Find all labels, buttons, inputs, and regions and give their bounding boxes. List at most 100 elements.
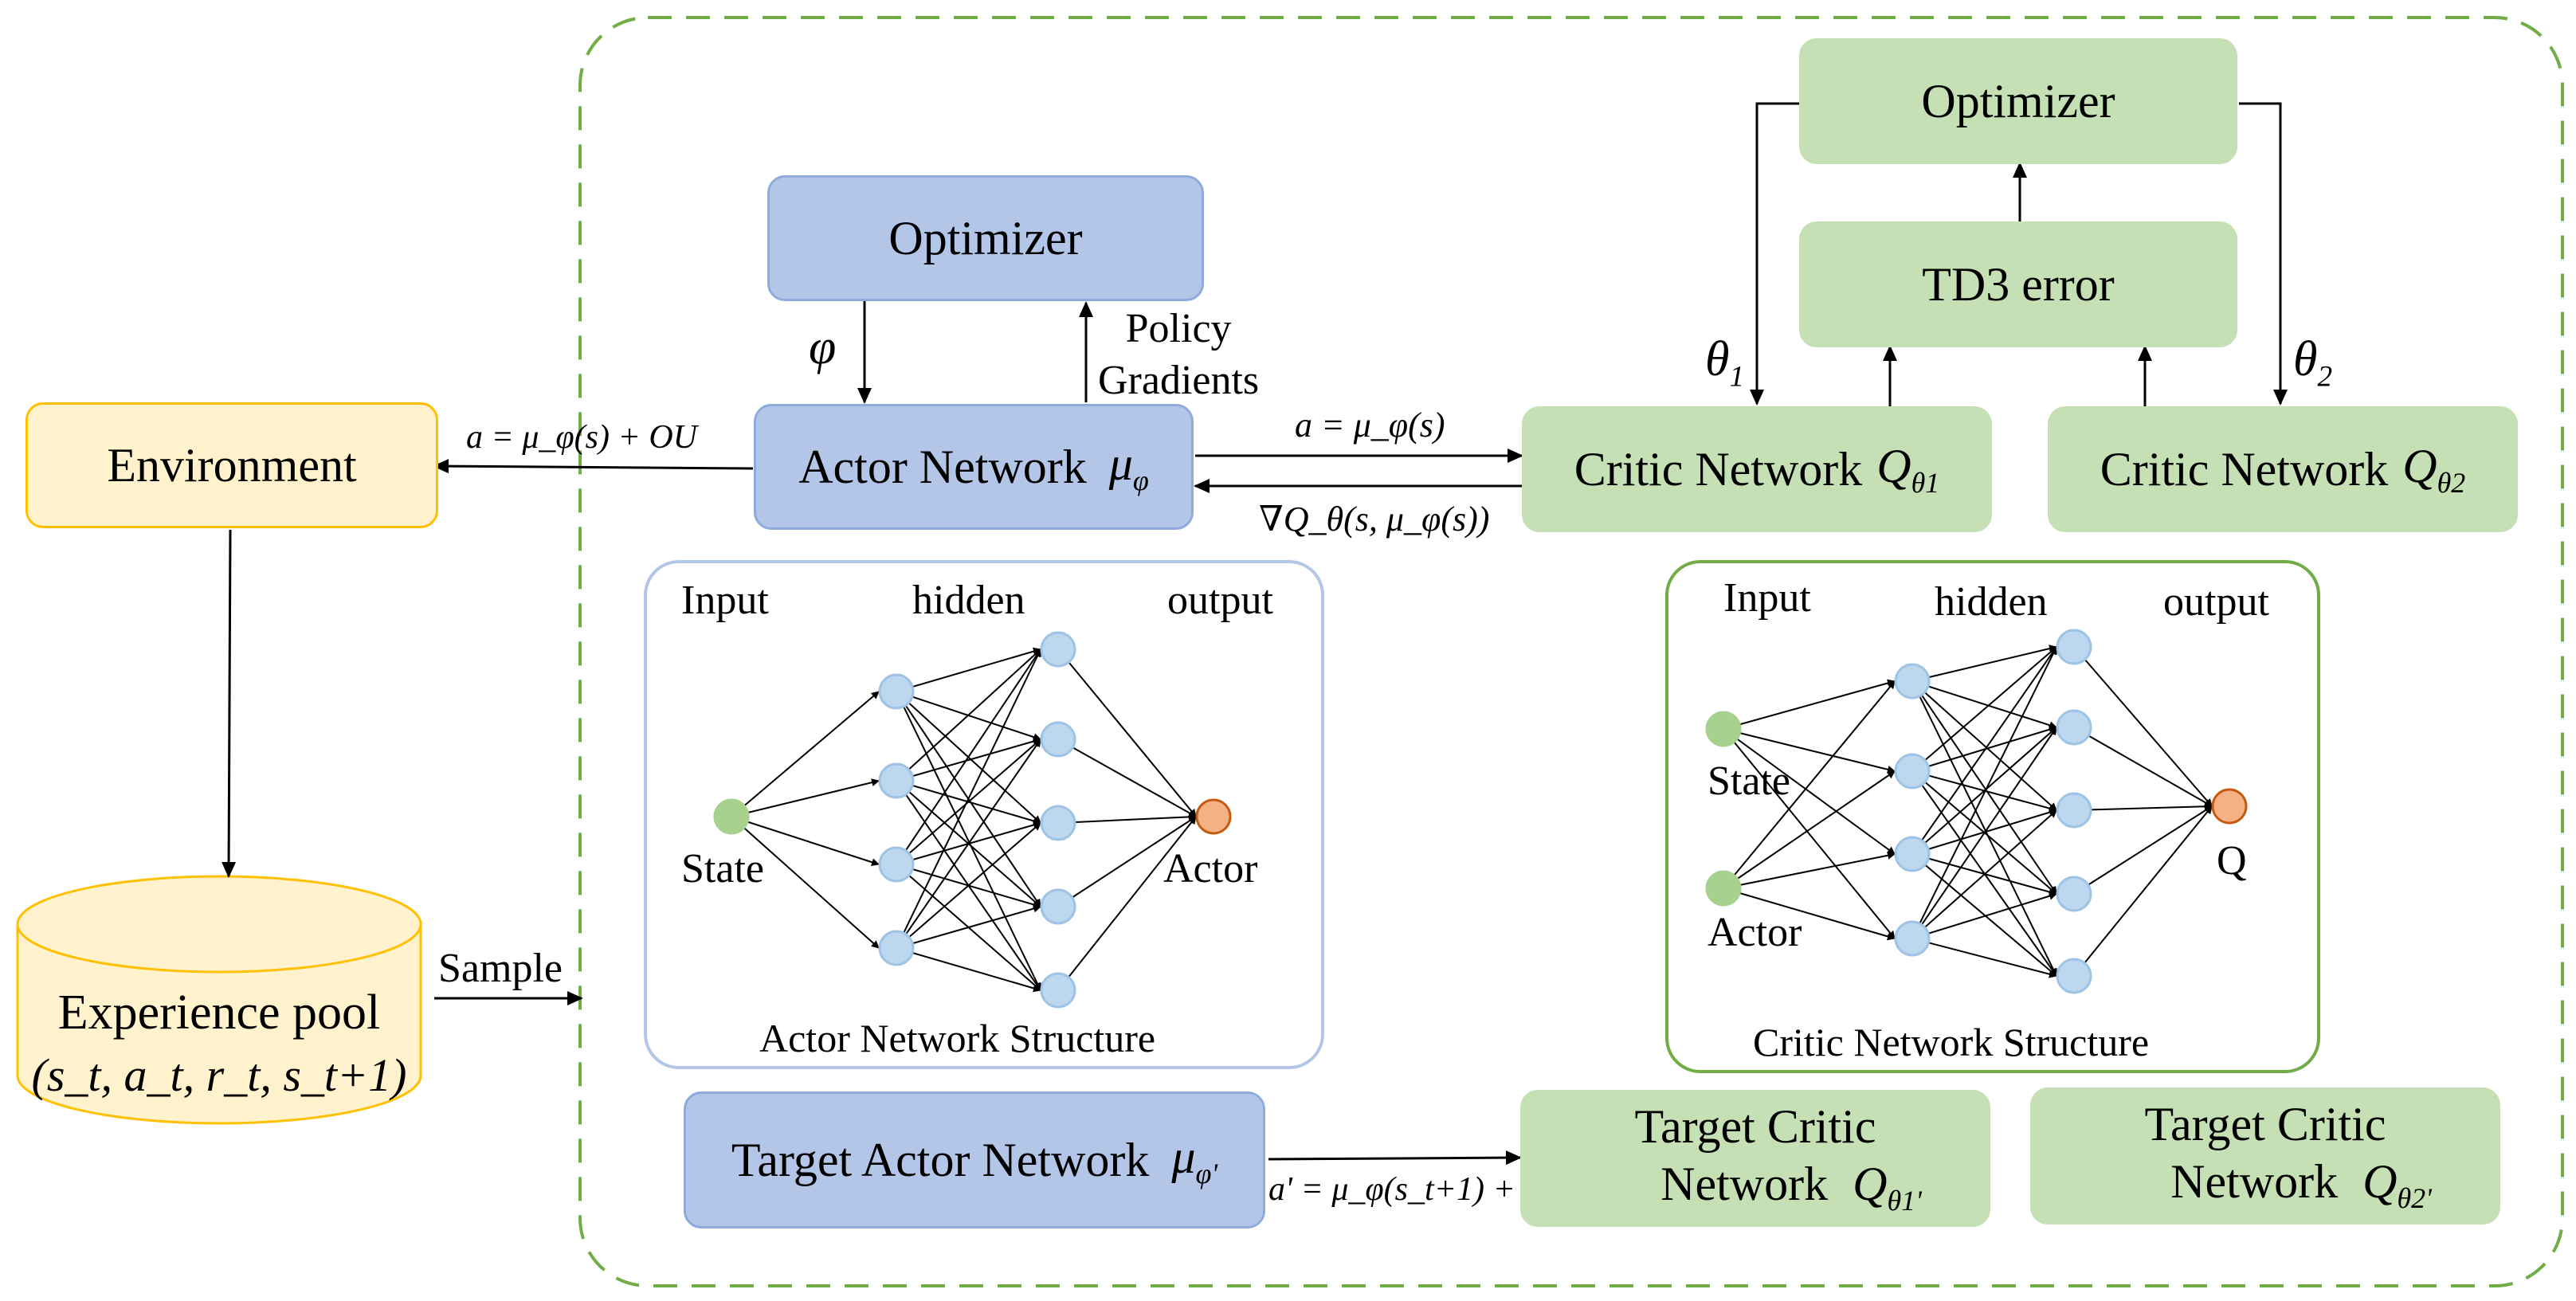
critic-net-edge <box>1723 851 1896 889</box>
target-critic-1-symbol: Qθ1' <box>1853 1158 1922 1217</box>
theta1-arrow <box>1750 102 1799 406</box>
target-critic-1-line2: Network <box>1660 1158 1829 1211</box>
actor-mu: μ <box>1108 437 1133 490</box>
critic-net-hidden-node <box>1894 836 1931 872</box>
theta1-label: θ1 <box>1705 335 1744 392</box>
actor-net-input-node <box>713 798 750 835</box>
actor-net-edge <box>731 778 880 817</box>
critic-structure-title: Critic Network Structure <box>1753 1020 2150 1064</box>
critic-net-edge <box>2073 802 2213 811</box>
critic-net-hidden-node <box>2056 629 2092 665</box>
target-critic-2-box: Target Critic Network Qθ2' <box>2030 1087 2500 1225</box>
critic-net-edge <box>2073 805 2213 895</box>
critic-net-edge <box>1911 891 2057 939</box>
target-critic-2-q-sub: θ2' <box>2397 1182 2432 1215</box>
critic-actor-label: Actor <box>1708 910 1802 955</box>
policy-label-line1: Policy <box>1125 306 1232 351</box>
critic-network-1-label: Critic Network <box>1574 443 1863 496</box>
sample-label: Sample <box>438 946 563 991</box>
target-critic-1-q: Q <box>1853 1158 1888 1211</box>
critic2-q-sub: θ2 <box>2437 466 2466 499</box>
critic-net-edge <box>1723 728 1896 855</box>
actor-net-edge <box>896 739 1041 949</box>
actor-net-edge <box>896 822 1041 949</box>
actor-net-edge <box>896 904 1041 949</box>
actor-net-hidden-node <box>878 762 915 799</box>
critic-net-edge <box>1911 645 2057 682</box>
actor-net-edge <box>896 737 1041 782</box>
theta1-symbol: θ <box>1705 332 1730 386</box>
theta2-sub: 2 <box>2317 360 2333 394</box>
critic-hidden-header: hidden <box>1935 579 2048 625</box>
env-action-label: a = μ_φ(s) + OU <box>466 419 697 456</box>
actor-neural-net <box>713 631 1232 1009</box>
critic-net-edge <box>1911 646 2057 772</box>
actor-net-edge <box>1057 816 1197 907</box>
critic-net-input-node <box>1705 870 1742 907</box>
target-critic-2-q: Q <box>2362 1155 2398 1209</box>
td3-error-box: TD3 error <box>1799 221 2237 347</box>
actor-output-label: Actor <box>1163 846 1258 891</box>
actor-net-hidden-node <box>878 930 915 966</box>
target-critic-2-line2: Network <box>2170 1155 2339 1209</box>
target-critic-2-line2-row: Network Qθ2' <box>2099 1153 2432 1216</box>
actor-net-hidden-node <box>1040 805 1076 841</box>
actor-network-label: Actor Network <box>798 441 1087 493</box>
actor-net-edge <box>1057 739 1197 817</box>
actor-to-critic-label: a = μ_φ(s) <box>1295 406 1445 445</box>
critic-net-edge <box>1723 728 1896 774</box>
critic-net-edge <box>2073 805 2213 977</box>
actor-network-symbol: μφ <box>1109 440 1149 495</box>
env-to-pool-arrow <box>222 529 237 878</box>
critic2-q: Q <box>2402 439 2437 492</box>
policy-label-line2: Gradients <box>1098 358 1260 403</box>
target-critic-2-symbol: Qθ2' <box>2362 1155 2432 1214</box>
actor-net-hidden-node <box>1040 631 1076 668</box>
target-critic-1-box: Target Critic Network Qθ1' <box>1520 1090 1990 1227</box>
critic-net-edge <box>1911 680 2057 895</box>
actor-net-edge <box>896 947 1041 993</box>
critic-output-header: output <box>2163 579 2269 625</box>
actor-hidden-header: hidden <box>912 578 1025 623</box>
experience-pool-tuple: (s_t, a_t, r_t, s_t+1) <box>18 1048 421 1102</box>
critic-net-edge <box>1911 646 2057 939</box>
actor-structure-panel <box>644 560 1324 1069</box>
critic-net-edge <box>1911 646 2057 855</box>
actor-output-header: output <box>1167 578 1273 623</box>
critic-net-edge <box>1723 728 1896 939</box>
phi-label: φ <box>809 320 837 374</box>
environment-label: Environment <box>107 439 357 492</box>
actor-net-hidden-node <box>1040 888 1076 925</box>
target-actor-box: Target Actor Network μφ' <box>684 1091 1265 1229</box>
critic-net-edge <box>1723 680 1896 889</box>
critic-network-2-symbol: Qθ2 <box>2402 442 2465 497</box>
target-action-arrow <box>1268 1150 1522 1166</box>
theta2-label: θ2 <box>2293 335 2332 392</box>
critic-state-label: State <box>1708 758 1790 804</box>
critic-net-edge <box>2073 727 2213 807</box>
target-critic-1-q-sub: θ1' <box>1887 1185 1922 1217</box>
critic-net-edge <box>1911 809 2057 939</box>
critic-net-hidden-node <box>2056 876 2092 912</box>
critic-net-edge <box>1911 938 2057 978</box>
experience-pool-text: Experience pool (s_t, a_t, r_t, s_t+1) <box>18 988 421 1102</box>
theta2-arrow <box>2239 102 2288 406</box>
actor-optimizer-box: Optimizer <box>767 175 1204 301</box>
target-actor-symbol: μφ' <box>1171 1133 1217 1188</box>
actor-network-box: Actor Network μφ <box>754 404 1194 530</box>
actor-net-edge <box>896 649 1041 782</box>
actor-net-edge <box>896 649 1041 865</box>
target-critic-1-line2-row: Network Qθ1' <box>1589 1155 1922 1218</box>
target-critic-1-line1: Target Critic <box>1634 1100 1876 1154</box>
actor-net-hidden-node <box>1040 721 1076 758</box>
critic-net-edge <box>1723 770 1896 889</box>
critic-net-edge <box>1911 727 2057 939</box>
actor-net-hidden-node <box>1040 972 1076 1009</box>
actor-net-edge <box>731 816 880 949</box>
experience-pool-tuple-text: (s_t, a_t, r_t, s_t+1) <box>31 1049 407 1101</box>
target-action-label: a' = μ_φ(s_t+1) + ε <box>1268 1171 1537 1208</box>
actor-net-edge <box>896 647 1041 692</box>
critic-to-actor-label: ∇Q_θ(s, μ_φ(s)) <box>1259 500 1490 539</box>
critic-net-hidden-node <box>2056 792 2092 829</box>
actor-mu-sub: φ <box>1132 464 1149 496</box>
